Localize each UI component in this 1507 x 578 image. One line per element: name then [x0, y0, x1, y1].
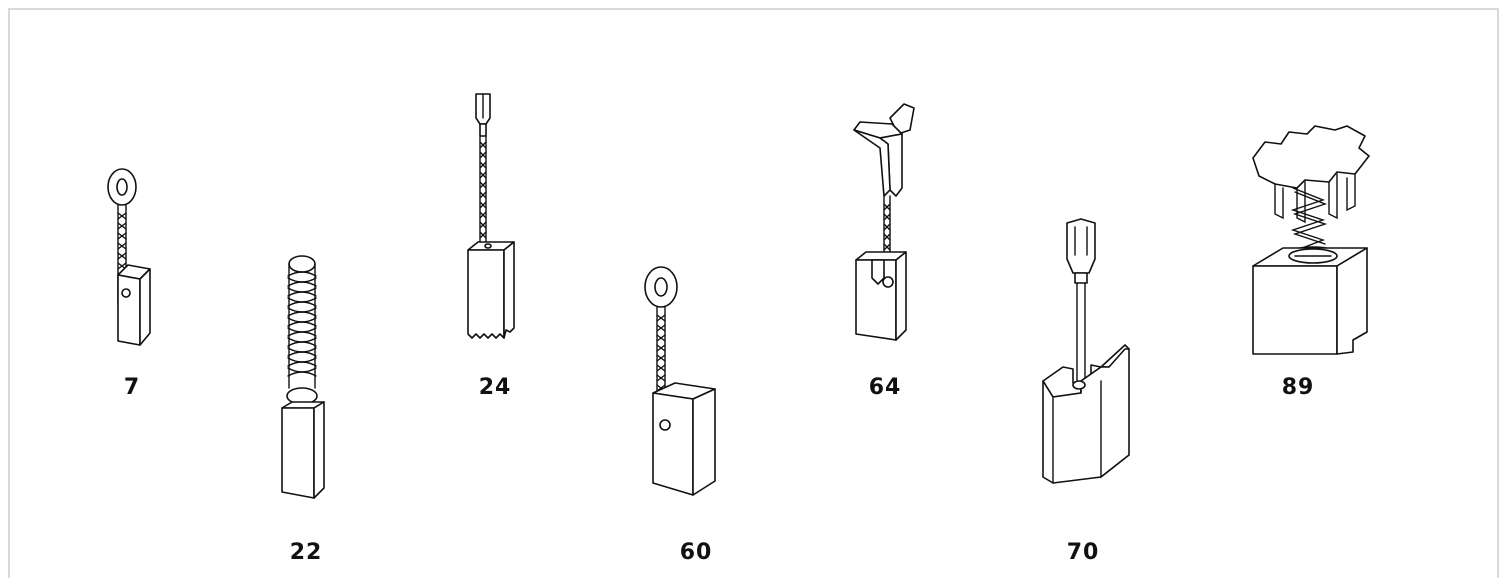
- part-label-60: 60: [679, 540, 713, 565]
- part-label-22: 22: [289, 540, 323, 565]
- part-label-24: 24: [478, 375, 512, 400]
- part-label-70: 70: [1066, 540, 1100, 565]
- carbon-brush-89-drawing: [1252, 125, 1370, 355]
- carbon-brush-60-drawing: [644, 266, 716, 496]
- carbon-brush-64-drawing: [853, 103, 915, 341]
- part-label-89: 89: [1281, 375, 1315, 400]
- diagram-frame: 7 22 24 60: [8, 8, 1499, 578]
- carbon-brush-70-drawing: [1042, 218, 1130, 484]
- carbon-brush-22-drawing: [281, 255, 325, 499]
- carbon-brush-7-drawing: [107, 168, 151, 346]
- carbon-brush-24-drawing: [467, 93, 515, 339]
- part-label-64: 64: [868, 375, 902, 400]
- part-label-7: 7: [123, 375, 141, 400]
